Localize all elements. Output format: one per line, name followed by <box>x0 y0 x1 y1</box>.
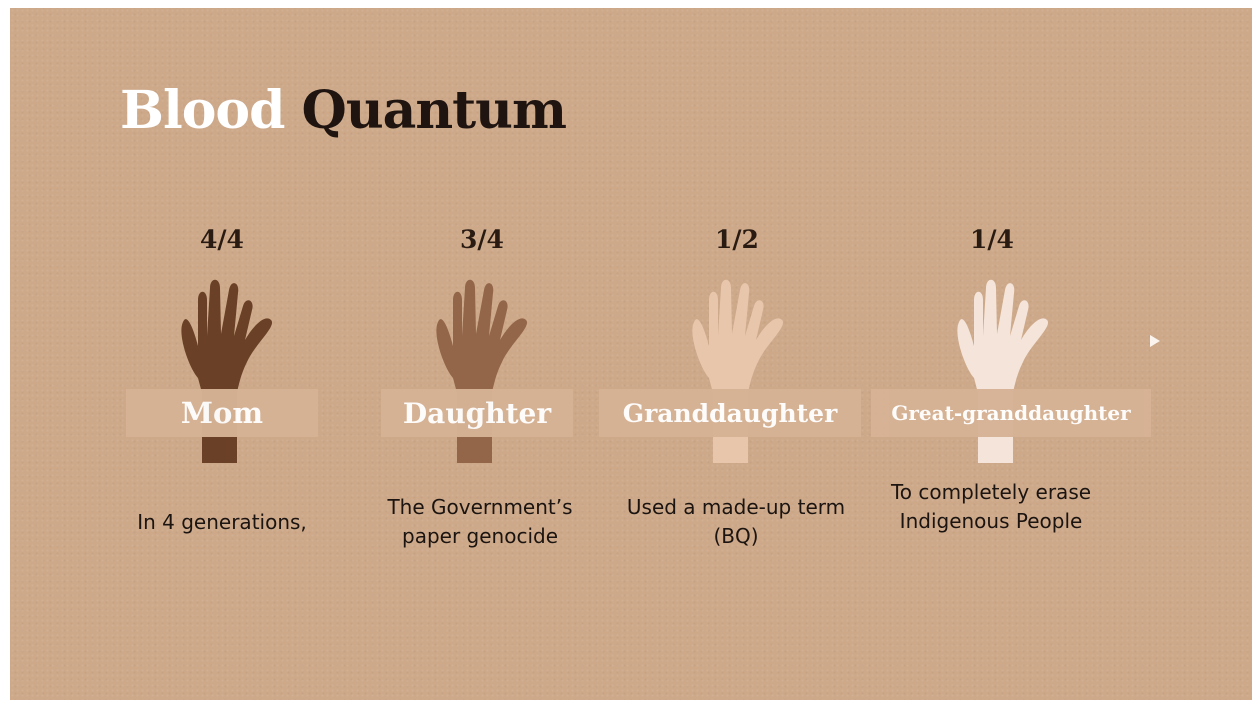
label-band-daughter: Daughter <box>381 389 573 437</box>
label-band-mom: Mom <box>126 389 318 437</box>
fraction-granddaughter: 1/2 <box>715 225 759 254</box>
generation-label-granddaughter: Granddaughter <box>622 398 838 428</box>
fraction-daughter: 3/4 <box>460 225 504 254</box>
arrow-head-icon <box>1150 335 1160 347</box>
generation-label-mom: Mom <box>180 396 264 430</box>
title-word-blood: Blood <box>120 80 285 141</box>
fraction-mom: 4/4 <box>200 225 244 254</box>
label-band-granddaughter: Granddaughter <box>599 389 861 437</box>
label-band-great-granddaughter: Great-granddaughter <box>871 389 1151 437</box>
generation-label-great-granddaughter: Great-granddaughter <box>891 401 1131 425</box>
caption-daughter: The Government’s paper genocide <box>387 495 573 548</box>
caption-great-granddaughter: To completely erase Indigenous People <box>890 480 1092 533</box>
slide: Blood Quantum 4/4 Mom In 4 generations, … <box>10 8 1252 700</box>
generation-label-daughter: Daughter <box>402 396 552 430</box>
caption-mom: In 4 generations, <box>137 510 307 534</box>
caption-granddaughter: Used a made-up term (BQ) <box>626 495 846 548</box>
page-title: Blood Quantum <box>120 80 567 141</box>
title-word-quantum: Quantum <box>301 80 567 141</box>
fraction-great-granddaughter: 1/4 <box>970 225 1014 254</box>
